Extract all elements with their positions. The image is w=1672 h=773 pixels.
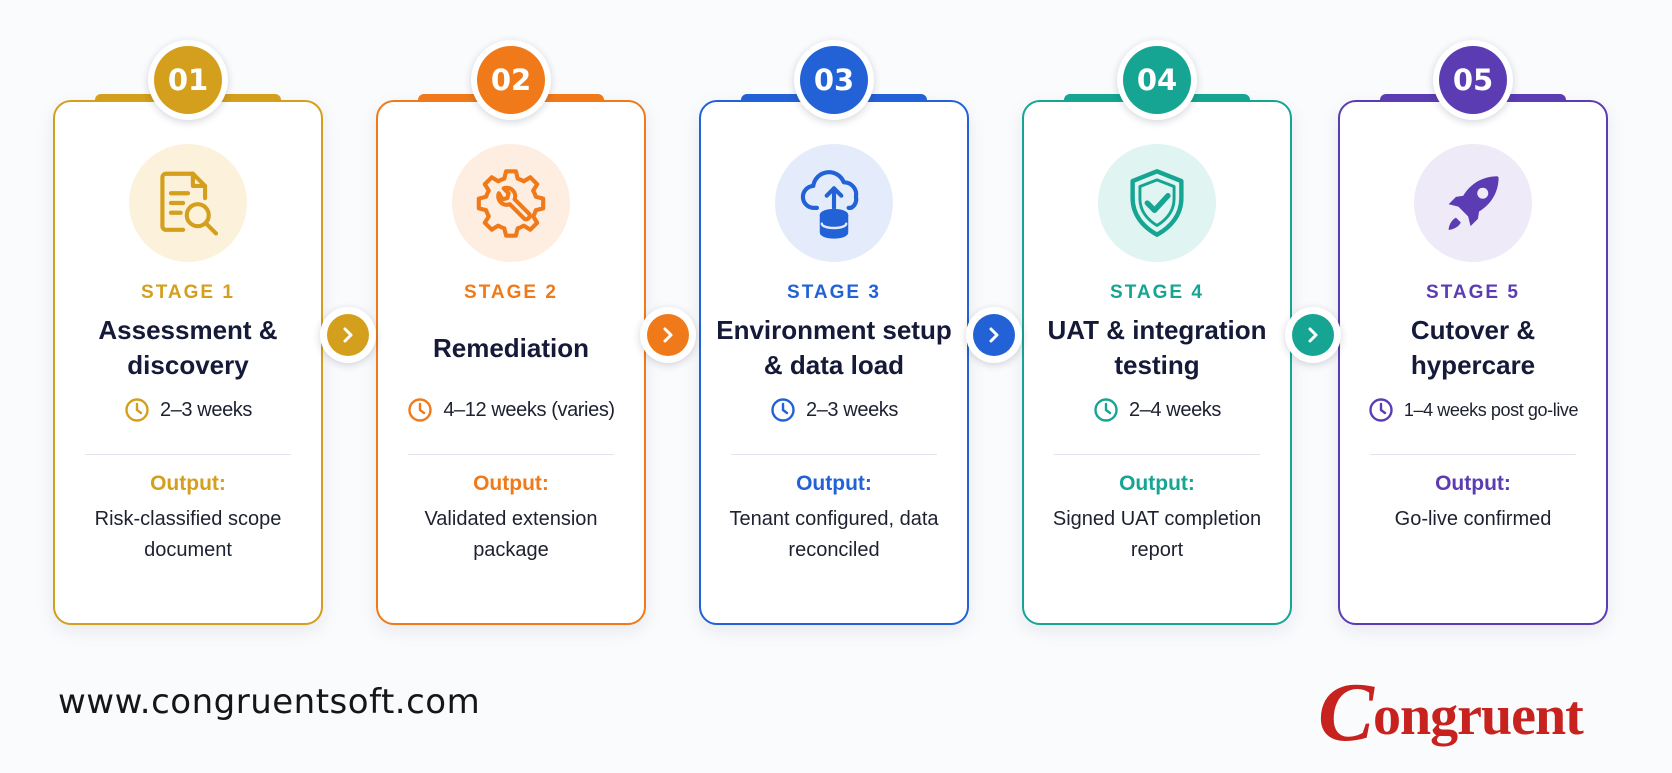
cloud-upload-database-icon [775, 144, 893, 262]
stage-label: STAGE 2 [464, 282, 558, 303]
stage-duration: 2–3 weeks [55, 392, 321, 428]
divider [408, 454, 614, 455]
chevron-right-icon [320, 307, 376, 363]
stage-card-5: 05 STAGE 5 Cutover & hypercare 1–4 weeks… [1338, 40, 1608, 625]
stage-number: 04 [1123, 46, 1191, 114]
chevron-right-icon [966, 307, 1022, 363]
stage-number-badge: 05 [1433, 40, 1513, 120]
output-label: Output: [473, 472, 549, 495]
clock-icon [771, 398, 795, 422]
stage-number: 05 [1439, 46, 1507, 114]
stage-title: UAT & integration testing [1047, 315, 1267, 380]
stage-number: 02 [477, 46, 545, 114]
clock-icon [1094, 398, 1118, 422]
duration-text: 2–4 weeks [1128, 398, 1221, 421]
stage-duration: 2–4 weeks [1024, 392, 1290, 428]
divider [731, 454, 937, 455]
stage-card-2: 02 STAGE 2 Remediation 4–12 weeks (varie… [376, 40, 646, 625]
clock-icon [1369, 398, 1393, 422]
output-text: Signed UAT completion report [1052, 508, 1262, 561]
stage-card-4: 04 STAGE 4 UAT & integration testing 2–4… [1022, 40, 1292, 625]
divider [85, 454, 291, 455]
stage-duration: 2–3 weeks [701, 392, 967, 428]
stage-number-badge: 04 [1117, 40, 1197, 120]
logo-text: ongruent [1373, 685, 1584, 747]
stage-label: STAGE 1 [141, 282, 235, 303]
output-label: Output: [1119, 472, 1195, 495]
stage-title: Environment setup & data load [716, 315, 952, 380]
clock-icon [125, 398, 149, 422]
stage-number: 01 [154, 46, 222, 114]
chevron-right-icon [1285, 307, 1341, 363]
duration-text: 4–12 weeks (varies) [443, 398, 615, 421]
stage-number-badge: 03 [794, 40, 874, 120]
stage-number: 03 [800, 46, 868, 114]
stage-duration: 4–12 weeks (varies) [378, 392, 644, 428]
clock-icon [408, 398, 433, 422]
output-text: Risk-classified scope document [94, 508, 282, 561]
output-label: Output: [1435, 472, 1511, 495]
output-text: Tenant configured, data reconciled [729, 508, 939, 561]
divider [1054, 454, 1260, 455]
stage-number-badge: 01 [148, 40, 228, 120]
document-search-icon [129, 144, 247, 262]
duration-text: 1–4 weeks post go-live [1403, 399, 1579, 420]
divider [1370, 454, 1576, 455]
output-label: Output: [150, 472, 226, 495]
stage-title: Remediation [432, 332, 590, 363]
congruent-logo: Congruent [1318, 664, 1618, 759]
duration-text: 2–3 weeks [159, 398, 252, 421]
stage-number-badge: 02 [471, 40, 551, 120]
chevron-right-icon [640, 307, 696, 363]
gear-wrench-icon [452, 144, 570, 262]
output-text: Validated extension package [424, 508, 598, 561]
rocket-icon [1414, 144, 1532, 262]
logo-initial: C [1318, 666, 1374, 759]
duration-text: 2–3 weeks [805, 398, 898, 421]
stage-title: Cutover & hypercare [1410, 315, 1536, 380]
stage-label: STAGE 4 [1110, 282, 1204, 303]
stage-label: STAGE 3 [787, 282, 881, 303]
website-url: www.congruentsoft.com [58, 682, 481, 722]
stage-label: STAGE 5 [1426, 282, 1520, 303]
shield-check-icon [1098, 144, 1216, 262]
stage-card-1: 01 STAGE 1 Assessment & discovery 2–3 we… [53, 40, 323, 625]
stage-title: Assessment & discovery [98, 315, 278, 380]
stage-card-3: 03 STAGE 3 Environment setup & data load… [699, 40, 969, 625]
stage-duration: 1–4 weeks post go-live [1340, 392, 1606, 428]
output-label: Output: [796, 472, 872, 495]
output-text: Go-live confirmed [1394, 508, 1552, 530]
